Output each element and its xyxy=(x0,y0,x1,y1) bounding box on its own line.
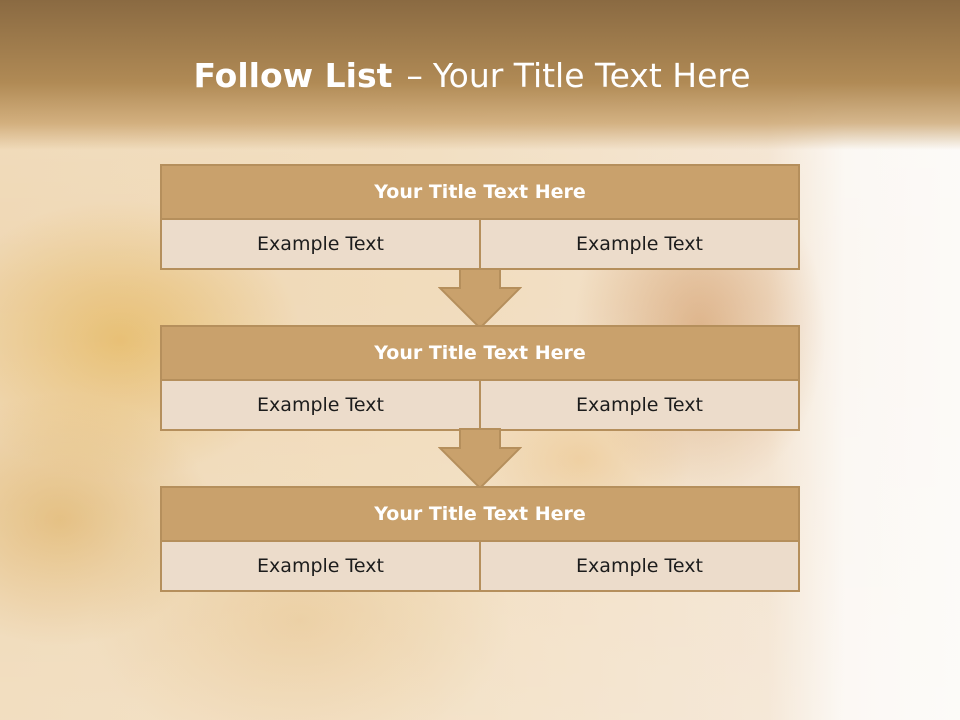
flow-block-row: Example Text Example Text xyxy=(160,381,800,431)
flow-cell-left: Example Text xyxy=(162,381,479,429)
flow-cell-right: Example Text xyxy=(479,381,798,429)
flow-block-row: Example Text Example Text xyxy=(160,542,800,592)
flow-cell-left: Example Text xyxy=(162,220,479,268)
slide-title-bold: Follow List xyxy=(193,56,393,95)
flow-block-title: Your Title Text Here xyxy=(160,164,800,220)
slide-title: Follow List–Your Title Text Here xyxy=(0,54,944,98)
flow-block-title: Your Title Text Here xyxy=(160,486,800,542)
flow-block-3: Your Title Text Here Example Text Exampl… xyxy=(160,486,800,592)
flow-cell-right: Example Text xyxy=(479,220,798,268)
flow-block-1: Your Title Text Here Example Text Exampl… xyxy=(160,164,800,270)
slide-title-rest: Your Title Text Here xyxy=(432,56,751,95)
flow-block-title: Your Title Text Here xyxy=(160,325,800,381)
down-arrow-icon xyxy=(438,428,522,490)
flow-cell-left: Example Text xyxy=(162,542,479,590)
flow-cell-right: Example Text xyxy=(479,542,798,590)
slide-title-dash: – xyxy=(406,56,423,95)
flow-block-row: Example Text Example Text xyxy=(160,220,800,270)
title-band xyxy=(0,0,960,150)
down-arrow-icon xyxy=(438,268,522,330)
flow-block-2: Your Title Text Here Example Text Exampl… xyxy=(160,325,800,431)
